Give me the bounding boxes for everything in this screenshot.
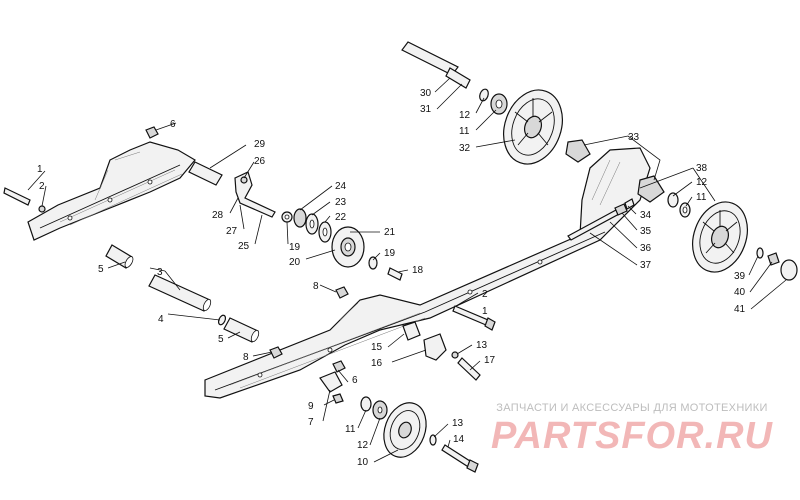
callout-10: 10 [357, 457, 369, 468]
right-slide-rail [204, 147, 651, 399]
spacer-tube-5-upper [105, 244, 134, 269]
nut-6-lower [332, 360, 346, 373]
callout-31: 31 [420, 104, 432, 115]
spacer-tube-5-lower [223, 317, 260, 343]
callout-21: 21 [384, 227, 396, 238]
callout-14: 14 [453, 434, 465, 445]
callout-33: 33 [628, 132, 640, 143]
idler-wheel-20 [331, 226, 403, 281]
callout-1-lower: 1 [482, 306, 488, 317]
callout-11-top: 11 [459, 126, 470, 137]
nut-8-upper [335, 286, 349, 299]
callout-41: 41 [734, 304, 746, 315]
callout-12-right: 12 [696, 177, 708, 188]
callout-35: 35 [640, 226, 652, 237]
callout-2-lower: 2 [482, 289, 488, 300]
adjuster-bolt-37 [567, 198, 635, 241]
callout-19-left: 19 [289, 242, 301, 253]
callout-6-top: 6 [170, 119, 176, 130]
callout-17: 17 [484, 355, 496, 366]
callout-9: 9 [308, 401, 314, 412]
callout-8-lower: 8 [243, 352, 249, 363]
callout-29: 29 [254, 139, 266, 150]
bolt-1-lower [452, 305, 496, 331]
bearing-12-11-right [667, 192, 691, 218]
callout-39: 39 [734, 271, 746, 282]
callout-13-lower: 13 [452, 418, 464, 429]
callout-30: 30 [420, 88, 432, 99]
watermark-logo: PARTSFOR.RU [491, 415, 773, 457]
shaft-30 [401, 41, 508, 115]
hub-33-left [565, 139, 591, 163]
watermark-caption: ЗАПЧАСТИ И АКСЕССУАРЫ ДЛЯ МОТОТЕХНИКИ [496, 402, 768, 414]
callout-12-top: 12 [459, 110, 471, 121]
callout-numbers: 1 2 6 5 3 4 5 8 6 8 29 26 28 27 25 19 24… [37, 88, 746, 468]
nut-6-upper [145, 126, 159, 139]
bearing-11-12-lower [360, 396, 388, 420]
callout-1-top: 1 [37, 164, 43, 175]
idler-wheel-32 [503, 89, 563, 165]
callout-25: 25 [238, 241, 250, 252]
arm-26-axle-25 [234, 171, 276, 218]
callout-32: 32 [459, 143, 471, 154]
idler-wheel-10 [383, 402, 427, 458]
lower-arm-9 [319, 371, 344, 404]
leader-lines [27, 77, 787, 463]
callout-8-upper: 8 [313, 281, 319, 292]
callout-13-right: 13 [476, 340, 488, 351]
callout-5-lower: 5 [218, 334, 224, 345]
bolt-1 [3, 187, 46, 213]
callout-28: 28 [212, 210, 224, 221]
callout-19-right: 19 [384, 248, 396, 259]
watermark: ЗАПЧАСТИ И АКСЕССУАРЫ ДЛЯ МОТОТЕХНИКИ PA… [482, 402, 782, 456]
callout-20: 20 [289, 257, 301, 268]
callout-5-upper: 5 [98, 264, 104, 275]
callout-40: 40 [734, 287, 746, 298]
bracket-16-spacer-15 [402, 321, 481, 381]
washer-4 [217, 314, 227, 326]
nut-8-lower [269, 346, 283, 359]
hub-33-right [637, 175, 665, 203]
washer-19-left [281, 211, 293, 223]
callout-38: 38 [696, 163, 708, 174]
callout-22: 22 [335, 212, 347, 223]
callout-11-lower: 11 [345, 424, 356, 435]
callout-36: 36 [640, 243, 652, 254]
callout-6-lower: 6 [352, 375, 358, 386]
callout-12-lower: 12 [357, 440, 369, 451]
washer-13-bolt-14 [429, 434, 479, 473]
callout-37: 37 [640, 260, 652, 271]
bearing-stack [293, 208, 332, 243]
callout-3: 3 [157, 267, 163, 278]
callout-7: 7 [308, 417, 314, 428]
spacer-tube-3 [148, 274, 212, 312]
callout-34: 34 [640, 210, 652, 221]
callout-4: 4 [158, 314, 164, 325]
callout-11-right: 11 [696, 192, 707, 203]
left-slide-rail [27, 141, 196, 241]
callout-27: 27 [226, 226, 238, 237]
washer-39-cap-41 [756, 247, 798, 281]
idler-wheel-38 [692, 201, 748, 273]
callout-2-top: 2 [39, 181, 45, 192]
callout-24: 24 [335, 181, 347, 192]
callout-18: 18 [412, 265, 424, 276]
spacer-29 [188, 161, 223, 186]
callout-15: 15 [371, 342, 383, 353]
callout-16: 16 [371, 358, 383, 369]
callout-23: 23 [335, 197, 347, 208]
callout-26: 26 [254, 156, 266, 167]
